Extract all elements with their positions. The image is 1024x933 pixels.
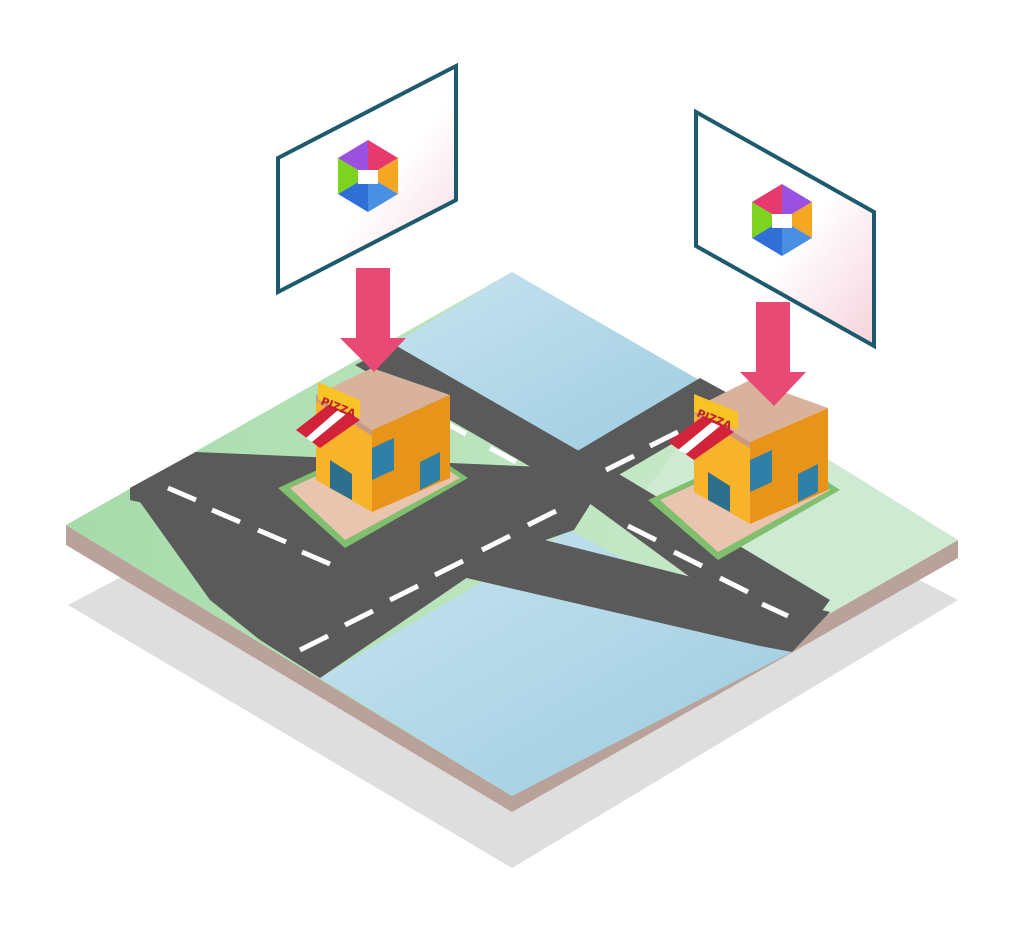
pizza-shop-left: PIZZA bbox=[278, 368, 468, 548]
billboard-left bbox=[276, 62, 458, 296]
water-top bbox=[380, 272, 720, 458]
road-top-left bbox=[355, 345, 612, 492]
lane-markings bbox=[167, 417, 790, 653]
road-main-a bbox=[130, 452, 612, 640]
pizza-shop-right: PIZZA bbox=[648, 380, 840, 560]
colorful-cube-logo-icon-2 bbox=[752, 184, 812, 256]
arrow-down-left bbox=[340, 268, 406, 372]
arrow-down-right bbox=[740, 302, 806, 406]
colorful-cube-logo-icon bbox=[338, 140, 398, 212]
billboard-right bbox=[694, 108, 876, 350]
road-main-b bbox=[260, 378, 744, 678]
